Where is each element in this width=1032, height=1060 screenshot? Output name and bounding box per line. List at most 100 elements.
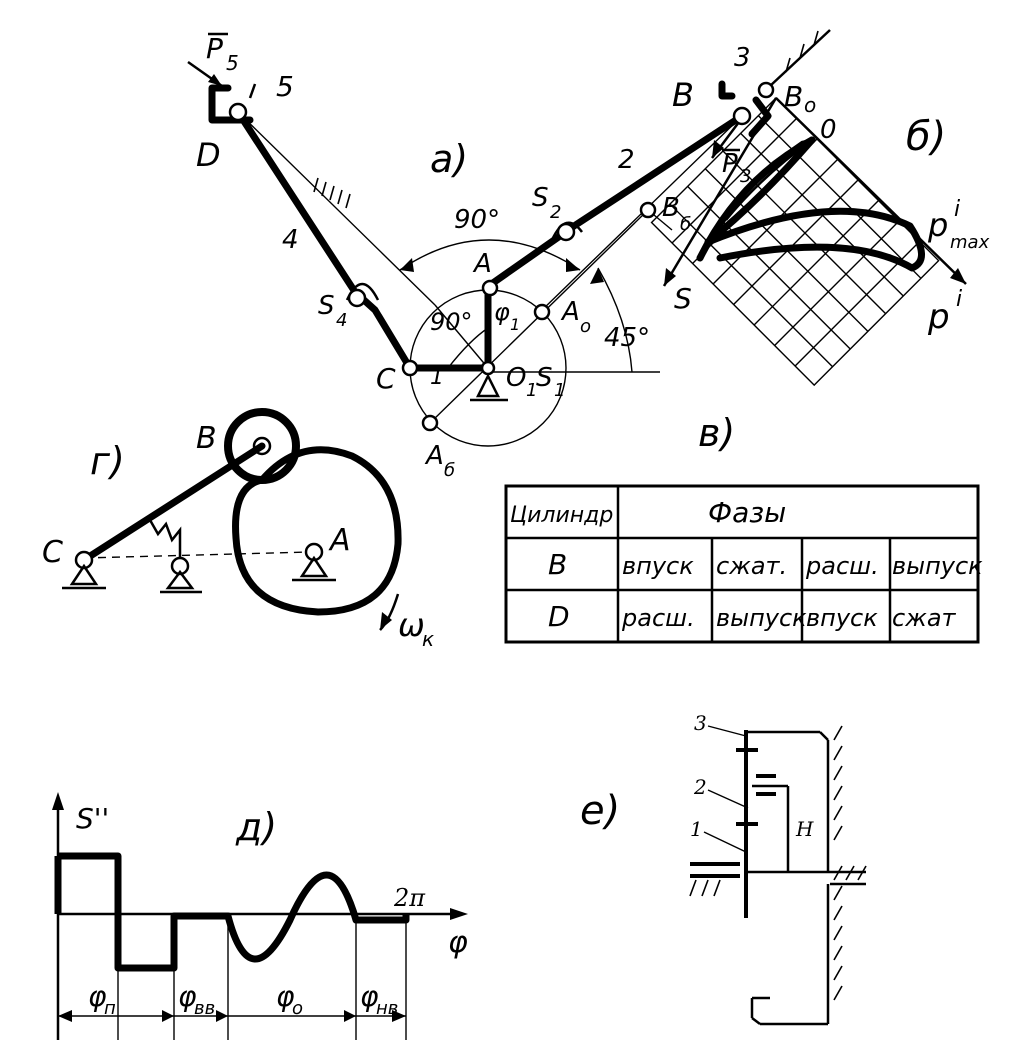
label-cam-B: B (196, 421, 217, 456)
label-A: A (472, 249, 492, 279)
label-A6: A (424, 441, 444, 471)
table-cell: расш. (805, 552, 879, 580)
caption-e: е) (580, 788, 620, 834)
label-omega: ω (398, 606, 425, 644)
svg-text:1: 1 (526, 380, 537, 401)
joint-A (481, 279, 499, 297)
label-A0: A (560, 297, 580, 327)
label-angle-top: 90° (454, 205, 500, 235)
label-angle-phi: φ (494, 298, 510, 326)
svg-text:1: 1 (554, 380, 565, 401)
svg-text:нв: нв (376, 998, 398, 1019)
label-segment: φ (88, 980, 107, 1013)
svg-text:5: 5 (226, 51, 239, 75)
cam-profile (232, 446, 402, 616)
label-B6: B (662, 193, 680, 223)
linkage-mechanism: а) D B B о B б A A о A б C O 1 S 1 S 2 S… (187, 29, 831, 481)
angle-arc-side (597, 267, 633, 373)
table-cell: впуск (622, 552, 694, 580)
label-gear-3: 3 (694, 711, 707, 735)
svg-text:б: б (680, 214, 691, 235)
label-angle-side: 45° (604, 323, 650, 353)
label-link-2: 2 (618, 145, 635, 175)
caption-g: г) (90, 439, 125, 483)
label-angle-inner: 90° (430, 308, 473, 336)
planetary-gearbox: е) 3 2 1 H (580, 711, 867, 1026)
label-cam-A: A (328, 523, 351, 558)
joint-D (228, 102, 248, 122)
svg-text:max: max (950, 232, 990, 253)
connecting-rod-4 (234, 108, 414, 372)
svg-text:к: к (422, 627, 434, 651)
label-carrier-H: H (795, 817, 814, 841)
table-cell: впуск (806, 604, 878, 632)
label-S1: S (536, 363, 553, 393)
label-force-P5: P (206, 32, 223, 65)
label-segment: φ (178, 980, 197, 1013)
label-zero: 0 (820, 115, 837, 145)
label-link-1: 1 (430, 365, 444, 390)
phases-table: в) Цилиндр Фазы B впуск сжат. расш. выпу… (504, 411, 983, 644)
label-S4: S (318, 291, 335, 321)
label-segment: φ (360, 980, 379, 1013)
table-cell: сжат. (716, 552, 787, 580)
caption-a: а) (430, 137, 468, 181)
label-force-P3: P (722, 149, 738, 179)
svg-text:о: о (804, 93, 816, 117)
cam-follower-arm (80, 442, 266, 564)
joint-B (732, 106, 752, 126)
svg-text:2: 2 (550, 202, 561, 223)
label-gear-2: 2 (693, 775, 707, 799)
svg-text:о: о (580, 316, 591, 337)
svg-text:вв: вв (194, 998, 215, 1019)
caption-d: д) (235, 805, 277, 849)
label-link-4: 4 (282, 225, 299, 255)
svg-text:3: 3 (740, 166, 751, 187)
label-D: D (196, 136, 221, 174)
label-link-5: 5 (276, 70, 294, 103)
indicator-curve-2 (704, 136, 925, 272)
angle-arc-top (399, 239, 581, 271)
svg-text:о: о (292, 998, 303, 1019)
label-pmax: p (927, 206, 948, 244)
indicator-diagram: 0 б) S p i p max i (650, 97, 990, 387)
label-B0: B (784, 80, 803, 113)
label-s-axis: S (674, 282, 692, 315)
svg-text:4: 4 (336, 310, 347, 331)
caption-b: б) (906, 114, 946, 160)
label-B: B (672, 76, 694, 114)
svg-text:п: п (104, 998, 116, 1019)
joint-S4 (347, 288, 367, 308)
joint-B6 (639, 201, 657, 219)
label-link-3: 3 (734, 43, 751, 73)
svg-text:i: i (954, 197, 960, 222)
joint-C (401, 359, 419, 377)
table-cell: выпуск (716, 604, 807, 632)
table-row-cyl: B (548, 548, 567, 581)
label-2pi: 2π (393, 884, 426, 912)
caption-v: в) (698, 411, 735, 455)
label-y-axis: S'' (76, 802, 109, 835)
table-cell: расш. (621, 604, 695, 632)
joint-O1 (480, 360, 496, 376)
table-header-phases: Фазы (708, 496, 786, 529)
svg-text:i: i (956, 287, 962, 312)
label-C: C (376, 362, 396, 395)
cam-mechanism: г) B C A ω к (42, 408, 434, 651)
spring (148, 519, 182, 560)
label-p-axis: p (927, 297, 950, 337)
connecting-rod-2 (486, 112, 746, 289)
joint-A0 (533, 303, 551, 321)
motion-law-graph: д) S'' φ 2π φ п φ вв φ о φ нв (52, 792, 468, 1040)
piston-5 (208, 84, 254, 124)
label-S2: S (532, 183, 549, 213)
table-row-cyl: D (548, 600, 570, 633)
joint-A6 (421, 414, 439, 432)
label-x-axis: φ (448, 925, 468, 960)
svg-text:б: б (444, 460, 455, 481)
table-cell: сжат (892, 604, 957, 632)
table-cell: выпуск (892, 552, 983, 580)
label-O1: O (506, 363, 526, 393)
joint-S2 (556, 222, 576, 242)
